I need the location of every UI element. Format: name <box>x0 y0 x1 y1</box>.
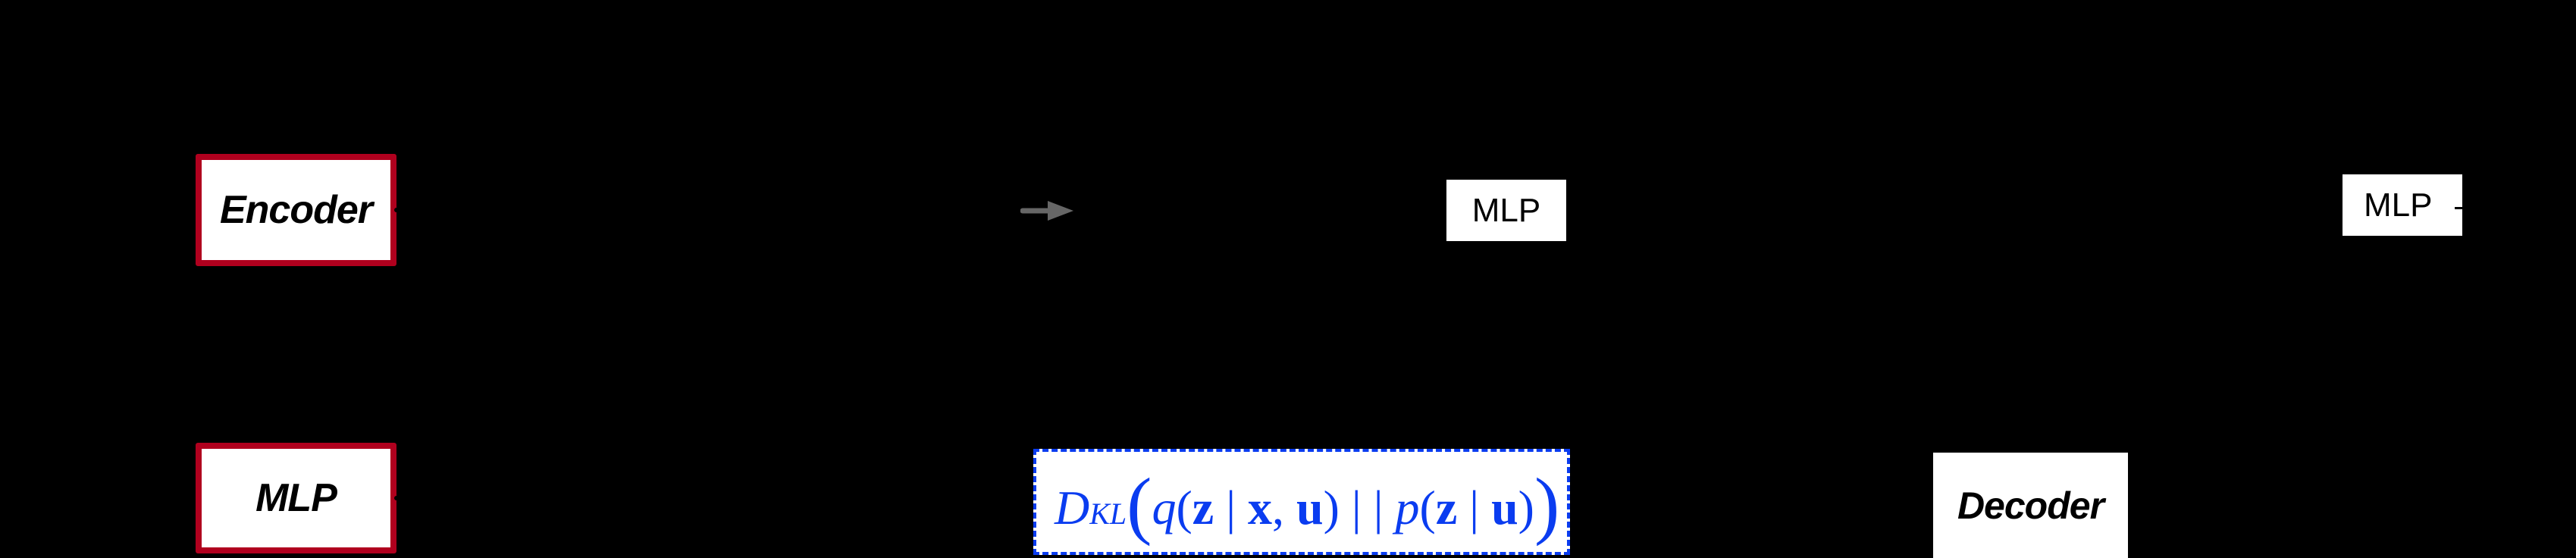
kl-paren: ( <box>1176 480 1192 534</box>
kl-close-paren: ) <box>1534 462 1560 547</box>
right-arrow-icon <box>1020 201 1073 221</box>
kl-x: x <box>1248 480 1272 534</box>
kl-paren: ) <box>1323 480 1340 534</box>
kl-subscript: KL <box>1089 496 1127 531</box>
kl-open-paren: ( <box>1127 462 1152 547</box>
mlp-box-right: MLP <box>2343 174 2462 236</box>
mlp-right-label: MLP <box>2364 186 2433 224</box>
mlp-right-output-line <box>2455 207 2462 209</box>
kl-double-bar: | | <box>1339 480 1396 534</box>
kl-u: u <box>1491 480 1518 534</box>
mlp-box-middle: MLP <box>1446 180 1566 241</box>
kl-paren: ) <box>1518 480 1534 534</box>
kl-bar: | <box>1457 480 1492 534</box>
mlp-red-box: MLP <box>196 443 396 553</box>
kl-D: D <box>1055 480 1090 534</box>
kl-comma: , <box>1272 480 1296 534</box>
mlp-middle-label: MLP <box>1471 191 1541 229</box>
kl-z: z <box>1435 480 1458 534</box>
kl-paren: ( <box>1419 480 1436 534</box>
encoder-label: Encoder <box>219 188 373 232</box>
encoder-box: Encoder <box>196 154 396 266</box>
mlp-output-port <box>394 496 399 500</box>
kl-p: p <box>1395 480 1420 534</box>
decoder-box: Decoder <box>1933 453 2128 558</box>
kl-q: q <box>1152 480 1177 534</box>
decoder-label: Decoder <box>1957 484 2104 527</box>
kl-u: u <box>1296 480 1324 534</box>
mlp-red-label: MLP <box>255 476 337 520</box>
kl-z: z <box>1192 480 1214 534</box>
kl-bar: | <box>1214 480 1248 534</box>
encoder-output-port <box>394 208 399 212</box>
